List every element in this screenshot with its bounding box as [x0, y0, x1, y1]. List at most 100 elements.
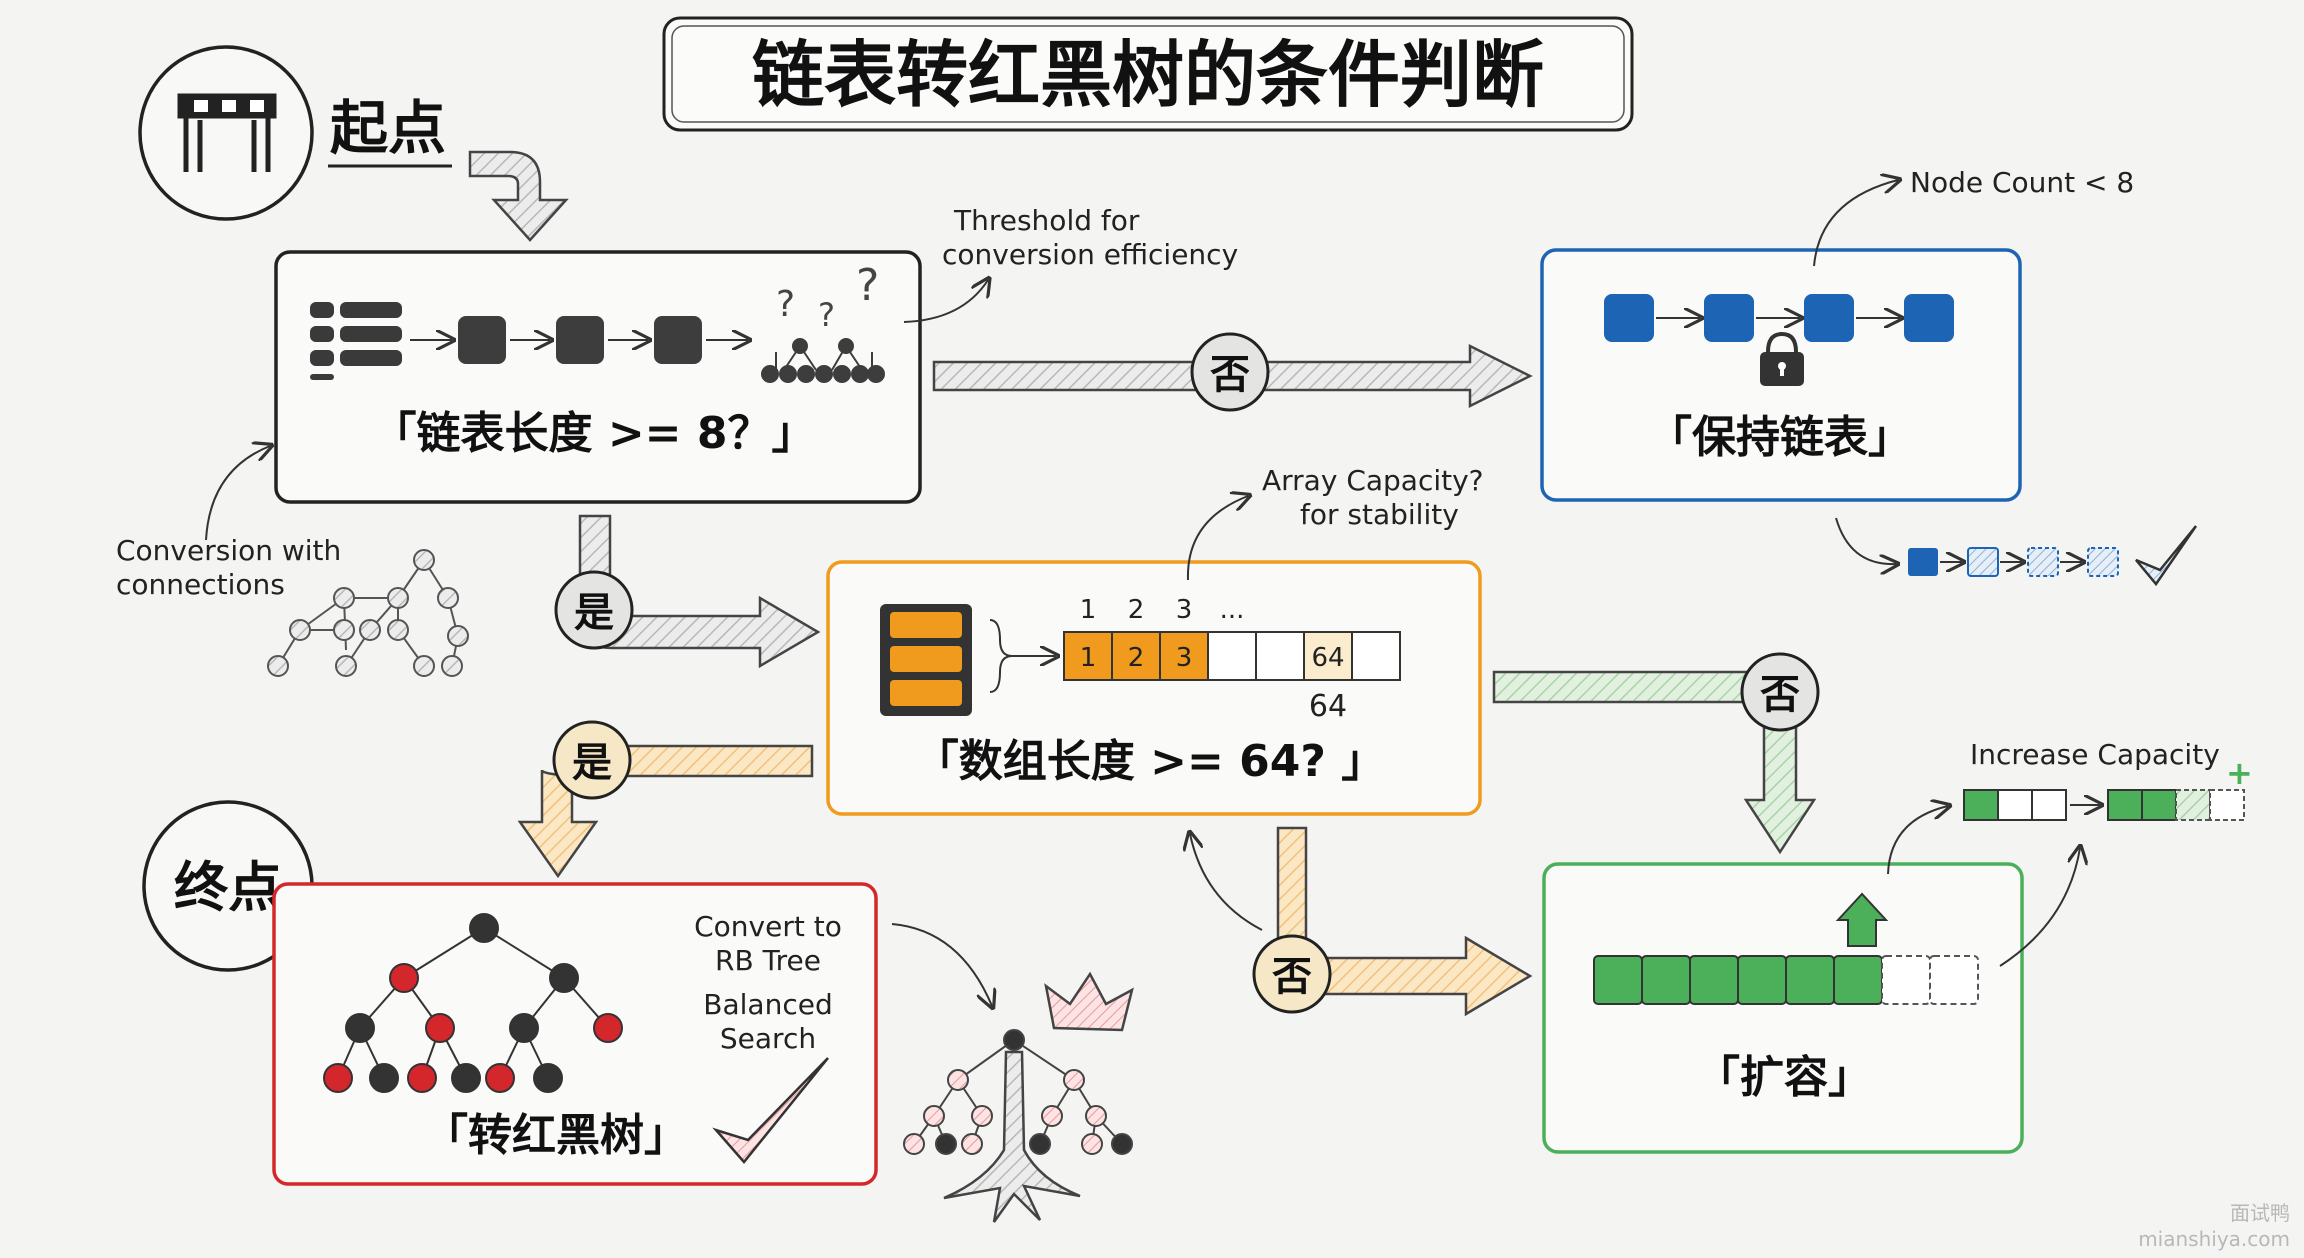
- start-node: 起点: [138, 45, 569, 242]
- rb-node-red: [425, 1013, 455, 1043]
- svg-text:?: ?: [818, 296, 835, 334]
- convert-rb-line2: RB Tree: [715, 944, 821, 977]
- array-index: 2: [1128, 595, 1145, 625]
- rb-node-red: [389, 963, 419, 993]
- rb-node-black: [533, 1063, 563, 1093]
- start-label: 起点: [330, 94, 446, 162]
- array-below-label: 64: [1309, 689, 1347, 724]
- list-node: [1904, 294, 1954, 342]
- threshold-note: Threshold for conversion efficiency: [903, 204, 1238, 323]
- array-capacity-note: Array Capacity? for stability: [1186, 464, 1484, 581]
- convert-rb-line1: Convert to: [694, 910, 842, 943]
- rb-node-black: [549, 963, 579, 993]
- tree-trunk: [943, 1050, 1081, 1223]
- conversion-note-line1: Conversion with: [116, 534, 341, 567]
- decision-no-1-label: 否: [1210, 352, 1250, 398]
- crown-icon: [1044, 971, 1134, 1032]
- rb-node-red: [407, 1063, 437, 1093]
- list-node: [1604, 294, 1654, 342]
- balanced-line2: Search: [720, 1022, 816, 1055]
- gate-icon: [177, 93, 277, 172]
- watermark-line1: 面试鸭: [2230, 1201, 2290, 1225]
- list-node: [1804, 294, 1854, 342]
- svg-text:?: ?: [776, 284, 795, 325]
- threshold-note-line2: conversion efficiency: [942, 238, 1238, 271]
- rb-node-black: [369, 1063, 399, 1093]
- box-check-array-label: 「数组长度 >= 64? 」: [915, 736, 1385, 787]
- arrow-array-yes: 是: [517, 720, 814, 879]
- arrow-array-no-right: 否: [1492, 652, 1820, 855]
- box-check-list: ? ? ? 「链表长度 >= 8？」: [274, 250, 922, 504]
- title-banner: 链表转红黑树的条件判断: [662, 16, 1634, 132]
- svg-text:?: ?: [856, 260, 879, 311]
- box-convert: Convert to RB Tree Balanced Search 「转红黑树…: [272, 882, 878, 1186]
- rb-node-red: [593, 1013, 623, 1043]
- rb-tree-icon: [323, 913, 623, 1093]
- array-index: 1: [1080, 595, 1097, 625]
- dashed-list-ok: [1835, 517, 2198, 587]
- box-check-list-label: 「链表长度 >= 8？」: [373, 408, 816, 459]
- rb-node-red: [485, 1063, 515, 1093]
- rb-node-black: [345, 1013, 375, 1043]
- arrow-list-no: 否: [932, 332, 1533, 412]
- start-arrow: [468, 150, 569, 242]
- box-keep-list: 「保持链表」: [1540, 248, 2022, 502]
- question-cluster-icon: ? ? ?: [761, 260, 885, 383]
- increase-capacity-label: Increase Capacity: [1970, 738, 2220, 771]
- page-title: 链表转红黑树的条件判断: [752, 33, 1544, 117]
- list-node: [556, 316, 604, 364]
- rb-node-red: [323, 1063, 353, 1093]
- box-convert-label: 「转红黑树」: [424, 1110, 688, 1161]
- array-capacity-line1: Array Capacity?: [1262, 464, 1484, 497]
- node-count-label: Node Count < 8: [1910, 166, 2134, 199]
- list-node: [458, 316, 506, 364]
- decision-no-3-label: 否: [1272, 954, 1312, 1000]
- start-circle: [138, 45, 314, 221]
- decision-yes-1: [554, 570, 634, 650]
- watermark-line2: mianshiya.com: [2138, 1227, 2290, 1251]
- list-icon: [310, 302, 402, 380]
- box-keep-list-label: 「保持链表」: [1648, 412, 1912, 463]
- array-cell: 2: [1128, 643, 1145, 673]
- decision-no-2-label: 否: [1760, 672, 1800, 718]
- check-icon: [2135, 525, 2198, 587]
- arrow-array-no-down: 否: [1190, 826, 1533, 1017]
- increase-capacity-note: Increase Capacity +: [1887, 738, 2253, 967]
- box-check-array: 1 2 3 ... 1 2 3 64 64 「数组长度 >= 64? 」: [826, 560, 1482, 816]
- linked-list-chain: [410, 316, 748, 364]
- array-cell: 64: [1311, 643, 1344, 673]
- conversion-note: Conversion with connections: [116, 446, 469, 677]
- array-capacity-line2: for stability: [1300, 498, 1459, 531]
- crowned-tree-illustration: [891, 923, 1134, 1223]
- array-index: 3: [1176, 595, 1193, 625]
- decision-no-3: [1252, 934, 1332, 1014]
- decision-yes-1-label: 是: [574, 590, 614, 636]
- list-node: [654, 316, 702, 364]
- end-label: 终点: [174, 856, 282, 919]
- threshold-note-line1: Threshold for: [953, 204, 1140, 237]
- array-chip-icon: [880, 604, 1056, 716]
- array-index: ...: [1220, 595, 1245, 625]
- array-index-labels: 1 2 3 ...: [1080, 595, 1245, 625]
- box-resize: 「扩容」: [1542, 862, 2024, 1154]
- graph-icon: [267, 549, 469, 677]
- array-cell: 1: [1080, 643, 1097, 673]
- rb-node-black: [451, 1063, 481, 1093]
- decision-no-2: [1740, 652, 1820, 732]
- resize-bar: [1593, 955, 1979, 1005]
- array-strip: 1 2 3 64: [1063, 631, 1401, 681]
- rb-node-black: [509, 1013, 539, 1043]
- watermark: 面试鸭 mianshiya.com: [2138, 1201, 2290, 1251]
- conversion-note-line2: connections: [116, 568, 285, 601]
- plus-icon: +: [2226, 754, 2253, 792]
- arrow-list-yes: 是: [554, 514, 821, 669]
- up-arrow-icon: [1835, 892, 1889, 947]
- rb-node-black: [469, 913, 499, 943]
- lock-icon: [1760, 331, 1804, 386]
- decision-yes-2: [552, 720, 632, 800]
- list-node: [1704, 294, 1754, 342]
- decision-yes-2-label: 是: [572, 740, 612, 786]
- box-resize-label: 「扩容」: [1696, 1052, 1872, 1103]
- blue-linked-list: [1604, 294, 1954, 342]
- check-icon: [712, 1057, 829, 1164]
